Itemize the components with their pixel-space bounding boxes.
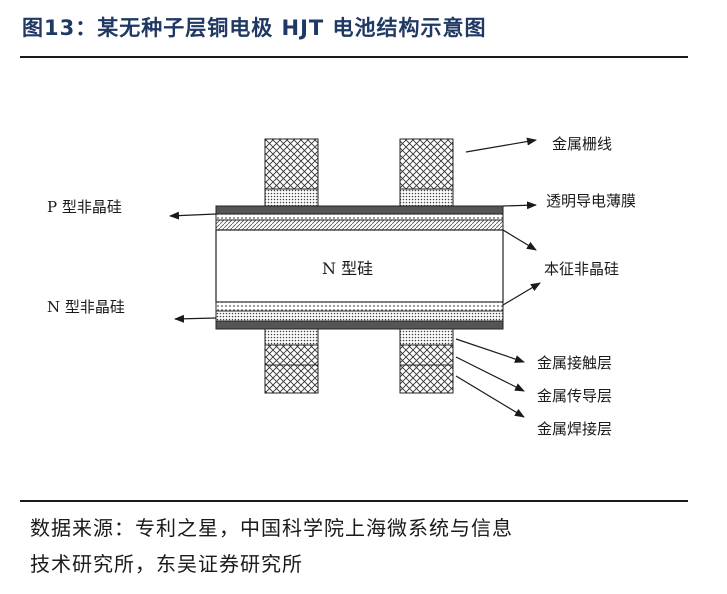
source-line-1: 数据来源：专利之星，中国科学院上海微系统与信息 bbox=[30, 516, 513, 540]
source-line-2: 技术研究所，东吴证券研究所 bbox=[30, 552, 303, 576]
bottom-tco-layer bbox=[215, 320, 504, 330]
label-solder-layer: 金属焊接层 bbox=[537, 420, 612, 438]
source-note: 数据来源：专利之星，中国科学院上海微系统与信息 技术研究所，东吴证券研究所 bbox=[30, 510, 680, 582]
top-rule bbox=[20, 56, 688, 58]
arrow-intrinsic-bottom bbox=[502, 282, 541, 306]
label-n-asi: N 型非晶硅 bbox=[47, 298, 125, 316]
label-tco: 透明导电薄膜 bbox=[546, 192, 636, 210]
bottom-grid-finger-left bbox=[264, 328, 319, 394]
label-p-asi: P 型非晶硅 bbox=[47, 198, 122, 216]
top-tco-layer bbox=[215, 205, 504, 215]
top-p-asi-layer bbox=[215, 213, 504, 221]
bottom-intrinsic-asi-layer bbox=[215, 301, 504, 312]
label-n-si: N 型硅 bbox=[322, 259, 373, 278]
label-metal-grid: 金属栅线 bbox=[552, 135, 612, 153]
top-grid-finger-left bbox=[264, 138, 319, 207]
top-grid-finger-right bbox=[399, 138, 454, 207]
label-conductive-layer: 金属传导层 bbox=[537, 387, 612, 405]
label-contact-layer: 金属接触层 bbox=[537, 354, 612, 372]
arrow-metal-grid bbox=[465, 137, 537, 153]
arrow-conductive-layer bbox=[455, 356, 525, 392]
bottom-grid-finger-right bbox=[399, 328, 454, 394]
arrow-contact-layer bbox=[455, 338, 525, 363]
arrow-p-asi bbox=[169, 211, 217, 220]
label-intrinsic-asi: 本征非晶硅 bbox=[544, 260, 619, 278]
bottom-n-asi-layer bbox=[215, 310, 504, 322]
arrow-intrinsic-top bbox=[502, 229, 537, 251]
bottom-rule bbox=[20, 500, 688, 502]
arrow-n-asi bbox=[174, 314, 217, 323]
arrow-tco bbox=[502, 201, 537, 210]
arrow-solder-layer bbox=[455, 375, 525, 418]
hjt-structure-diagram: 金属栅线 透明导电薄膜 P 型非晶硅 本征非晶硅 N 型硅 N 型非晶硅 金属接… bbox=[47, 135, 636, 438]
n-si-wafer bbox=[215, 229, 504, 303]
top-intrinsic-asi-layer bbox=[215, 219, 504, 231]
figure-title: 图13：某无种子层铜电极 HJT 电池结构示意图 bbox=[22, 16, 487, 40]
